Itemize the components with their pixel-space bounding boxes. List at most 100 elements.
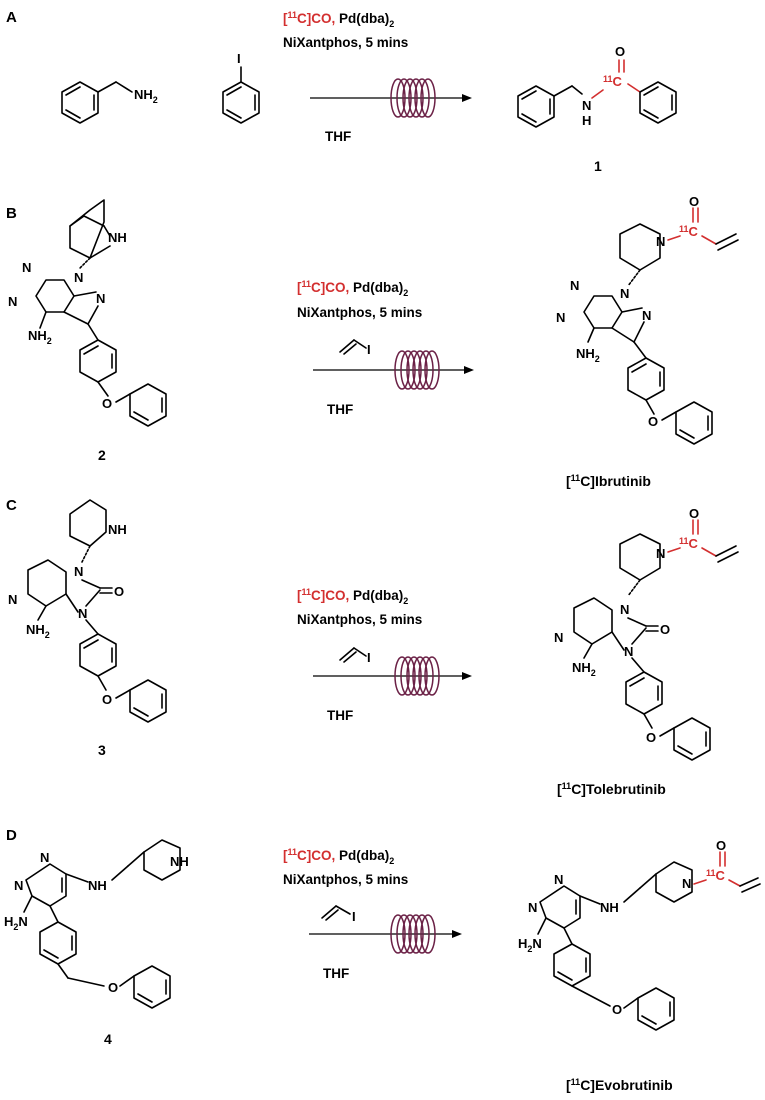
panel-a: A NH2 I [11C]CO, Pd(dba)2 NiXantphos, 5 … (6, 9, 677, 174)
vinyl-iodine-b: I (367, 342, 371, 357)
conditions-reagent-d: [11C]CO, Pd(dba)2 (283, 847, 394, 866)
n-pyr2-label: N (8, 294, 17, 309)
compound-2-structure: NH N N N N NH2 O (8, 199, 167, 427)
nh-h-label: H (582, 113, 591, 128)
product-label-c: [11C]Tolebrutinib (557, 781, 666, 797)
pip-n-c-prod: N (656, 546, 665, 561)
oxygen-label: O (615, 44, 625, 59)
n2-label-b: N (642, 308, 651, 323)
nh-linker-d-prod: NH (600, 900, 619, 915)
n1-c-prod: N (620, 602, 629, 617)
product-label-d: [11C]Evobrutinib (566, 1077, 673, 1093)
pyr-n2-d: N (14, 878, 23, 893)
product-1-structure: N H 11C O (517, 44, 677, 128)
pyr-n2-d-prod: N (528, 900, 537, 915)
solvent-d: THF (323, 966, 349, 981)
flow-arrow-a (310, 78, 472, 118)
coil-icon (394, 350, 440, 390)
piperidine-nh-label: NH (108, 230, 127, 245)
ether-o-d-prod: O (612, 1002, 622, 1017)
oxygen-label-b: O (689, 194, 699, 209)
compound-label-2: 2 (98, 447, 106, 463)
oxygen-ether-b: O (648, 414, 658, 429)
compound-label-3: 3 (98, 742, 106, 758)
ether-o-c: O (102, 692, 112, 707)
c11-label-c: 11C (679, 536, 699, 551)
nh2-label-c-prod: NH2 (572, 660, 596, 678)
solvent-a: THF (325, 129, 351, 144)
tolebrutinib-structure: N 11C O N N O N NH2 (554, 506, 739, 761)
solvent-b: THF (327, 402, 353, 417)
flow-arrow-b (313, 350, 474, 390)
pyr-n1-d-prod: N (554, 872, 563, 887)
carbonyl-o-c: O (114, 584, 124, 599)
coil-icon (394, 656, 440, 696)
n1-c: N (74, 564, 83, 579)
conditions-reagent-a: [11C]CO, Pd(dba)2 (283, 10, 394, 29)
carbonyl-o-c-prod: O (660, 622, 670, 637)
pyridine-n-c: N (8, 592, 17, 607)
flow-arrow-d (309, 914, 462, 954)
vinyl-iodide-b: I (339, 339, 371, 357)
nh-linker-d: NH (88, 878, 107, 893)
panel-c: C NH N N O N NH2 O (6, 497, 739, 797)
n-pyr2-b: N (556, 310, 565, 325)
solvent-c: THF (327, 708, 353, 723)
n1-label: N (74, 270, 83, 285)
compound-label-1: 1 (594, 158, 602, 174)
n2-label: N (96, 291, 105, 306)
oxygen-label-d: O (716, 838, 726, 853)
nh2-label-d: H2N (4, 914, 28, 932)
coil-icon (390, 78, 436, 118)
product-label-b: [11C]Ibrutinib (566, 473, 651, 489)
compound-4-structure: N N NH NH H2N O (4, 839, 189, 1009)
compound-label-4: 4 (104, 1031, 112, 1047)
nh2-label-d-prod: H2N (518, 936, 542, 954)
benzylamine-structure: NH2 (61, 81, 158, 124)
n3-c: N (78, 606, 87, 621)
conditions-ligand-d: NiXantphos, 5 mins (283, 872, 408, 887)
vinyl-iodide-d: I (321, 905, 356, 924)
n3-c-prod: N (624, 644, 633, 659)
panel-b-letter: B (6, 205, 17, 222)
nh2-label-c: NH2 (26, 622, 50, 640)
conditions-ligand-a: NiXantphos, 5 mins (283, 35, 408, 50)
n-pyr1-b: N (570, 278, 579, 293)
oxygen-label-c: O (689, 506, 699, 521)
coil-icon (390, 914, 436, 954)
panel-d-letter: D (6, 827, 17, 844)
panel-a-letter: A (6, 9, 17, 26)
c11-label-b: 11C (679, 224, 699, 239)
nh2-label-b: NH2 (576, 346, 600, 364)
ether-o-d: O (108, 980, 118, 995)
nh2-label-2: NH2 (28, 328, 52, 346)
conditions-reagent-b: [11C]CO, Pd(dba)2 (297, 279, 408, 298)
ether-o-c-prod: O (646, 730, 656, 745)
panel-c-letter: C (6, 497, 17, 514)
pip-n-label-b: N (656, 234, 665, 249)
iodine-label: I (237, 51, 241, 66)
amine-label: NH2 (134, 87, 158, 105)
pip-nh-d: NH (170, 854, 189, 869)
pyridine-n-c-prod: N (554, 630, 563, 645)
panel-b: B NH N N N N NH2 (6, 194, 739, 489)
n1-label-b: N (620, 286, 629, 301)
c11-label: 11C (603, 74, 623, 89)
iodobenzene-structure: I (222, 51, 260, 124)
conditions-ligand-c: NiXantphos, 5 mins (297, 612, 422, 627)
vinyl-iodine-c: I (367, 650, 371, 665)
oxygen-label-2: O (102, 396, 112, 411)
pip-n-d-prod: N (682, 876, 691, 891)
evobrutinib-structure: N N NH N 11C O H2N O (518, 838, 761, 1031)
conditions-reagent-c: [11C]CO, Pd(dba)2 (297, 587, 408, 606)
panel-d: D N N NH NH H2N O 4 (4, 827, 761, 1093)
flow-arrow-c (313, 656, 472, 696)
c11-label-d: 11C (706, 868, 726, 883)
conditions-ligand-b: NiXantphos, 5 mins (297, 305, 422, 320)
vinyl-iodine-d: I (352, 909, 356, 924)
pyr-n1-d: N (40, 850, 49, 865)
nh-label: N (582, 98, 591, 113)
n-pyr1-label: N (22, 260, 31, 275)
ibrutinib-structure: N 11C O N N N N NH2 O (556, 194, 739, 445)
